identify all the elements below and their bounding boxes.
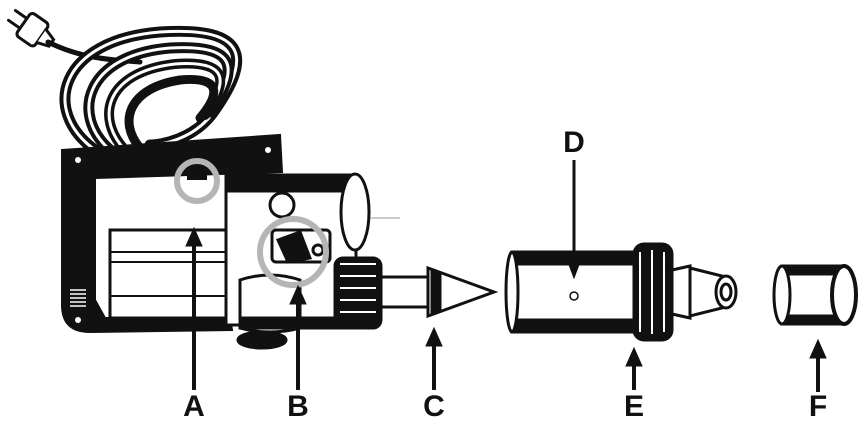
callout-ring-a — [174, 158, 220, 204]
label-c: C — [423, 390, 445, 423]
vent-grille — [70, 289, 86, 307]
handle-frame — [61, 133, 284, 334]
adjust-knob — [268, 191, 332, 264]
label-e: E — [623, 390, 645, 423]
attachment-tube-d-e — [504, 242, 738, 342]
label-a: A — [183, 390, 205, 423]
label-b: B — [287, 390, 309, 423]
callout-ring-b — [257, 216, 329, 288]
threaded-nozzle-c — [333, 256, 499, 330]
sleeve-f — [772, 264, 858, 326]
pointer-arrows — [185, 160, 827, 392]
label-f: F — [808, 390, 828, 423]
label-d: D — [563, 126, 585, 159]
power-cord — [7, 8, 243, 156]
